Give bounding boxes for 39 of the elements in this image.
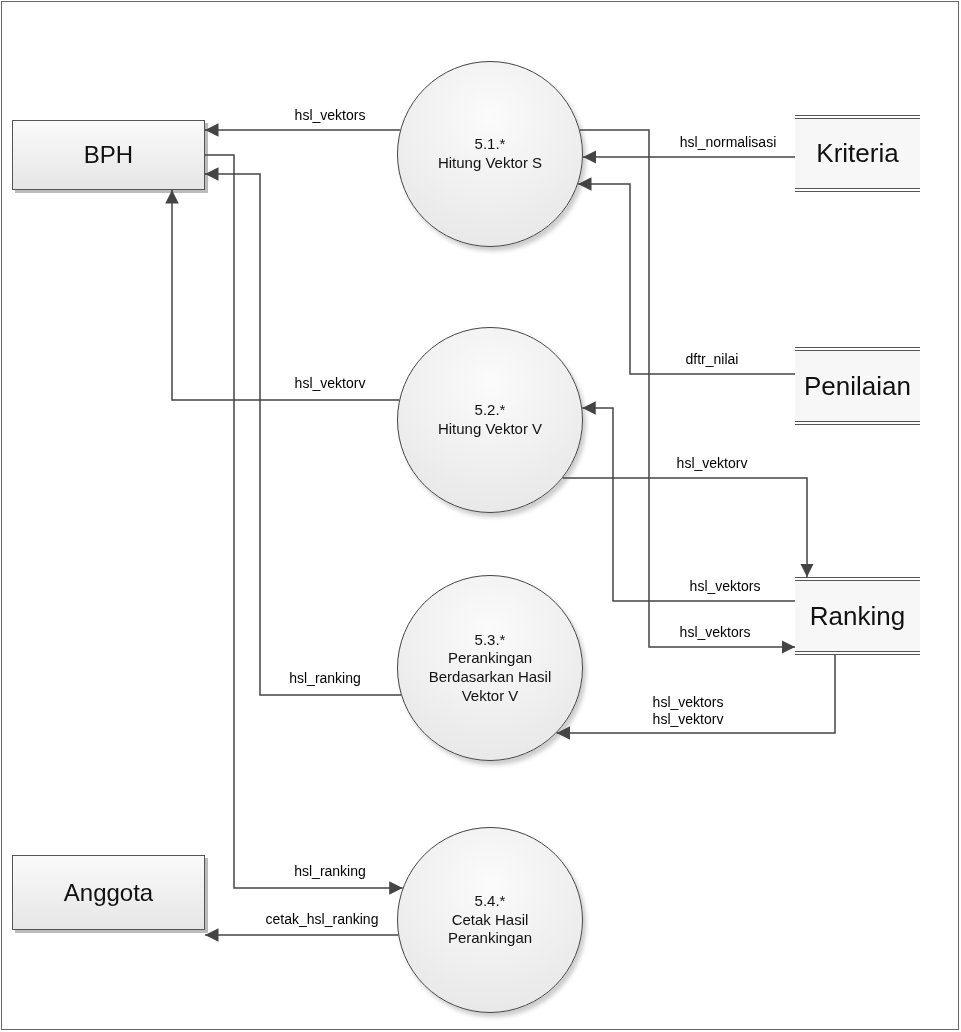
edge-label: hsl_vektors (677, 623, 753, 641)
data-flow-arrow (204, 167, 402, 696)
store-name: Penilaian (804, 370, 911, 402)
data-flow-arrow (577, 177, 796, 375)
process-name: Perankingan Berdasarkan Hasil Vektor V (427, 649, 553, 706)
edge-label: hsl_vektors (687, 577, 763, 595)
store-name: Kriteria (816, 138, 899, 169)
process-name: Hitung Vektor S (437, 154, 543, 173)
data-flow-arrow (579, 129, 796, 654)
edge-label: dftr_nilai (683, 350, 741, 368)
data-flow-arrow (204, 123, 401, 137)
data-flow-arrow (204, 154, 404, 895)
data-store (795, 577, 920, 655)
entity-name: Anggota (63, 878, 154, 907)
process-number: 5.1.* (474, 135, 506, 154)
process-number: 5.4.* (474, 891, 506, 911)
edge-label: hsl_vektorv (292, 374, 368, 392)
edge-label: hsl_ranking (292, 862, 368, 880)
external-entity-box (12, 855, 205, 930)
edge-label: hsl_normalisasi (677, 133, 779, 151)
process-name: Hitung Vektor V (437, 420, 543, 439)
process-number: 5.3.* (474, 630, 506, 650)
data-flow-arrow (582, 150, 796, 164)
process-number: 5.2.* (474, 401, 506, 420)
external-entity-box (12, 120, 205, 190)
data-flow-arrow (204, 928, 399, 942)
data-store (795, 115, 920, 192)
edge-label: hsl_ranking (287, 669, 363, 687)
edge-label: hsl_vektorv (674, 454, 750, 472)
edge-label: hsl_vektors (292, 106, 368, 124)
data-flow-arrow (581, 401, 796, 602)
data-flow-arrow (165, 189, 400, 401)
store-name: Ranking (809, 600, 906, 632)
entity-name: BPH (83, 141, 134, 169)
data-flow-arrow (555, 654, 836, 740)
edge-label: cetak_hsl_ranking (263, 910, 381, 928)
data-store (795, 347, 920, 425)
data-flow-arrow (561, 477, 814, 578)
process-name: Cetak Hasil Perankingan (446, 910, 534, 949)
